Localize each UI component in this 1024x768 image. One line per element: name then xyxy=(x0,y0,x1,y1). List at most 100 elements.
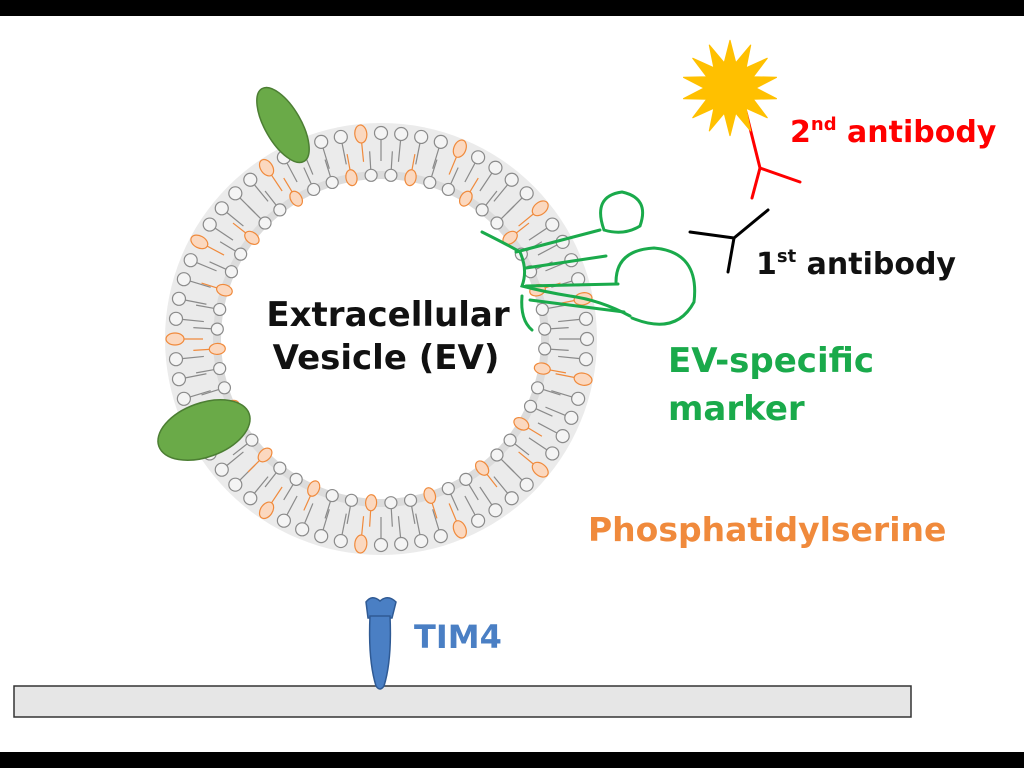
lipid-bilayer xyxy=(165,123,597,555)
lipid-tail xyxy=(209,261,229,271)
lipid-tail xyxy=(546,304,567,310)
lipid-tail xyxy=(558,318,581,323)
lipid-head xyxy=(224,265,239,279)
lipid-head xyxy=(373,125,389,141)
lipid-tail xyxy=(253,184,269,202)
lipid-tail xyxy=(232,442,250,456)
lipid-head xyxy=(214,201,229,216)
lipid-tail xyxy=(253,476,269,494)
lipid-tail xyxy=(181,355,204,360)
lipid-head xyxy=(564,410,579,425)
lipid-head xyxy=(333,533,348,549)
lipid-head xyxy=(289,472,303,486)
lipid-head xyxy=(325,175,339,190)
lipid-head xyxy=(459,472,473,486)
lipid-tail xyxy=(397,139,402,162)
ps-head xyxy=(165,332,185,346)
lipid-head xyxy=(488,503,503,518)
phosphatidylserine-label: Phosphatidylserine xyxy=(588,510,946,549)
lipid-head xyxy=(228,186,243,201)
ps-head xyxy=(531,461,549,478)
lipid-head xyxy=(168,352,184,367)
lipid-tail xyxy=(324,499,332,519)
ps-head xyxy=(573,372,593,386)
ps-head xyxy=(452,520,467,539)
lipid-tail xyxy=(555,373,578,379)
lipid-head xyxy=(171,291,187,306)
lipid-head xyxy=(228,477,243,492)
lipid-head xyxy=(504,172,519,187)
lipid-head xyxy=(176,272,191,287)
lipid-tail xyxy=(390,506,393,527)
lipid-tail xyxy=(493,476,509,494)
lipid-tail xyxy=(558,355,581,360)
lipid-tail xyxy=(467,482,479,501)
lipid-tail xyxy=(219,241,238,253)
lipid-tail xyxy=(548,327,569,330)
lipid-head xyxy=(441,182,455,197)
lipid-tail xyxy=(247,205,263,221)
lipid-head xyxy=(243,172,258,187)
lipid-tail xyxy=(528,227,548,241)
ps-head xyxy=(458,190,473,207)
lipid-head xyxy=(214,462,229,477)
lipid-head xyxy=(578,352,594,367)
lipid-head xyxy=(394,536,409,552)
lipid-tail xyxy=(264,190,278,208)
lipid-head xyxy=(519,477,534,492)
lipid-tail xyxy=(369,151,372,172)
capture-plate xyxy=(13,685,912,718)
ps-head xyxy=(533,362,551,375)
first-antibody-label: 1st antibody xyxy=(756,246,956,282)
lipid-head xyxy=(234,247,248,261)
lipid-head xyxy=(217,381,232,395)
ev-label-line1: Extracellular xyxy=(266,295,509,335)
lipid-tail xyxy=(324,159,332,179)
ps-head xyxy=(423,487,437,504)
lipid-head xyxy=(373,537,389,553)
ev-specific-marker xyxy=(480,190,697,332)
lipid-head xyxy=(545,217,560,232)
lipid-tail xyxy=(341,142,347,165)
lipid-tail xyxy=(479,486,493,506)
lipid-head xyxy=(433,134,448,149)
lipid-head xyxy=(394,126,409,142)
lipid-head xyxy=(414,533,429,549)
lipid-tail xyxy=(286,162,298,183)
lipid-tail xyxy=(533,407,553,417)
lipid-head xyxy=(403,493,418,507)
ps-head xyxy=(513,416,530,431)
bottom-black-bar xyxy=(0,752,1024,768)
marker-label-line2: marker xyxy=(668,389,805,429)
fluorescent-label-star-icon xyxy=(682,39,778,137)
lipid-head xyxy=(258,216,272,230)
ps-head xyxy=(354,124,368,144)
lipid-head xyxy=(471,150,486,165)
lipid-head xyxy=(504,491,519,506)
lipid-head xyxy=(314,134,329,149)
lipid-head xyxy=(519,186,534,201)
lipid-tail xyxy=(518,451,536,467)
lipid-tail xyxy=(184,299,207,305)
lipid-head xyxy=(202,217,217,232)
lipid-head xyxy=(384,496,398,510)
lipid-head xyxy=(530,381,545,395)
ps-head xyxy=(474,460,490,476)
lipid-tail xyxy=(537,422,558,434)
lipid-tail xyxy=(264,470,278,488)
lipid-head xyxy=(523,399,538,413)
lipid-head xyxy=(490,216,504,230)
tim4-label: TIM4 xyxy=(414,618,502,656)
lipid-head xyxy=(441,481,455,496)
lipid-head xyxy=(490,448,504,462)
lipid-head xyxy=(325,488,339,503)
tim4-receptor xyxy=(365,597,397,690)
lipid-tail xyxy=(214,227,234,241)
lipid-tail xyxy=(193,327,214,330)
ps-head xyxy=(208,342,226,356)
lipid-tail xyxy=(541,388,561,396)
lipid-head xyxy=(579,331,595,347)
lipid-head xyxy=(176,391,191,406)
lipid-head xyxy=(168,311,184,326)
